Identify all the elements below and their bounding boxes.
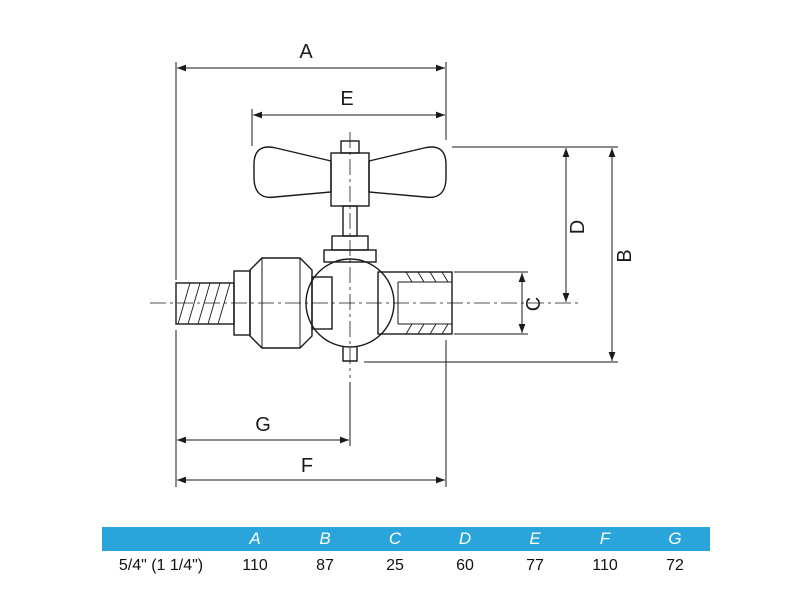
cell-size: 5/4" (1 1/4") <box>118 557 204 574</box>
dimension-table-header-row: A B C D E F G <box>102 527 710 551</box>
dim-label-g: G <box>255 414 271 436</box>
cell-value-c: 25 <box>386 557 404 574</box>
dim-label-e: E <box>340 88 353 110</box>
header-cell-c: C <box>388 529 402 548</box>
dim-label-f: F <box>301 455 313 477</box>
header-cell-a: A <box>249 529 261 548</box>
dim-label-a: A <box>299 41 313 63</box>
header-cell-e: E <box>529 529 541 548</box>
dimension-labels: A E D B C G F <box>255 41 636 477</box>
cell-value-a: 110 <box>242 557 268 574</box>
header-cell-b: B <box>319 529 331 548</box>
butterfly-handle <box>253 140 447 207</box>
cell-value-g: 72 <box>666 557 684 574</box>
dim-label-d: D <box>567 220 589 234</box>
dimension-table-data-row: 5/4" (1 1/4") 110 87 25 60 77 110 72 <box>102 551 710 581</box>
cell-value-e: 77 <box>526 557 544 574</box>
cell-value-d: 60 <box>456 557 474 574</box>
extension-lines <box>175 62 618 487</box>
body-neck <box>311 276 333 330</box>
ball-valve-technical-drawing: A E D B C G F <box>150 41 636 487</box>
dim-label-b: B <box>614 249 636 262</box>
dimension-table: A B C D E F G 5/4" (1 1/4") 110 87 25 60… <box>102 527 710 581</box>
drawing-svg: A E D B C G F <box>150 41 636 487</box>
ball-housing <box>305 258 395 362</box>
dimension-lines <box>177 64 616 484</box>
cell-value-f: 110 <box>592 557 618 574</box>
header-cell-d: D <box>458 529 472 548</box>
female-thread-port <box>377 271 453 335</box>
header-cell-g: G <box>668 529 682 548</box>
union-nut <box>249 257 313 349</box>
header-cell-f: F <box>599 529 611 548</box>
dim-label-c: C <box>523 297 545 311</box>
center-lines <box>150 132 578 378</box>
cell-value-b: 87 <box>316 557 334 574</box>
male-thread-end <box>175 282 235 325</box>
